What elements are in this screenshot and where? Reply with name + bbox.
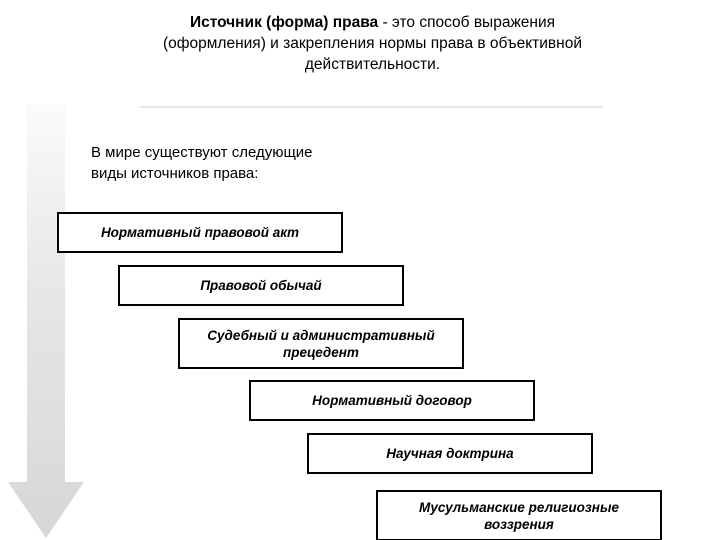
step-box-2[interactable]: Правовой обычай	[118, 265, 404, 306]
step-box-3[interactable]: Судебный и административный прецедент	[178, 318, 464, 369]
step-box-4[interactable]: Нормативный договор	[249, 380, 535, 421]
step-box-6[interactable]: Мусульманские религиозные воззрения	[376, 490, 662, 540]
page-title: Источник (форма) права - это способ выра…	[140, 12, 605, 75]
step-label: Мусульманские религиозные воззрения	[418, 499, 619, 532]
step-box-1[interactable]: Нормативный правовой акт	[57, 212, 343, 253]
subtitle-text: В мире существуют следующие виды источни…	[91, 144, 313, 182]
down-arrow-icon	[8, 104, 84, 538]
step-label: Нормативный правовой акт	[100, 225, 300, 240]
title-divider	[140, 106, 603, 108]
step-label: Научная доктрина	[386, 446, 514, 461]
title-term: Источник (форма) права	[189, 14, 379, 31]
step-label: Судебный и административный прецедент	[207, 327, 435, 360]
title-definition: - это способ выражения (оформления) и за…	[162, 14, 582, 73]
down-arrow	[8, 104, 86, 540]
step-label: Правовой обычай	[200, 278, 322, 293]
step-label: Нормативный договор	[312, 393, 472, 408]
step-box-5[interactable]: Научная доктрина	[307, 433, 593, 474]
